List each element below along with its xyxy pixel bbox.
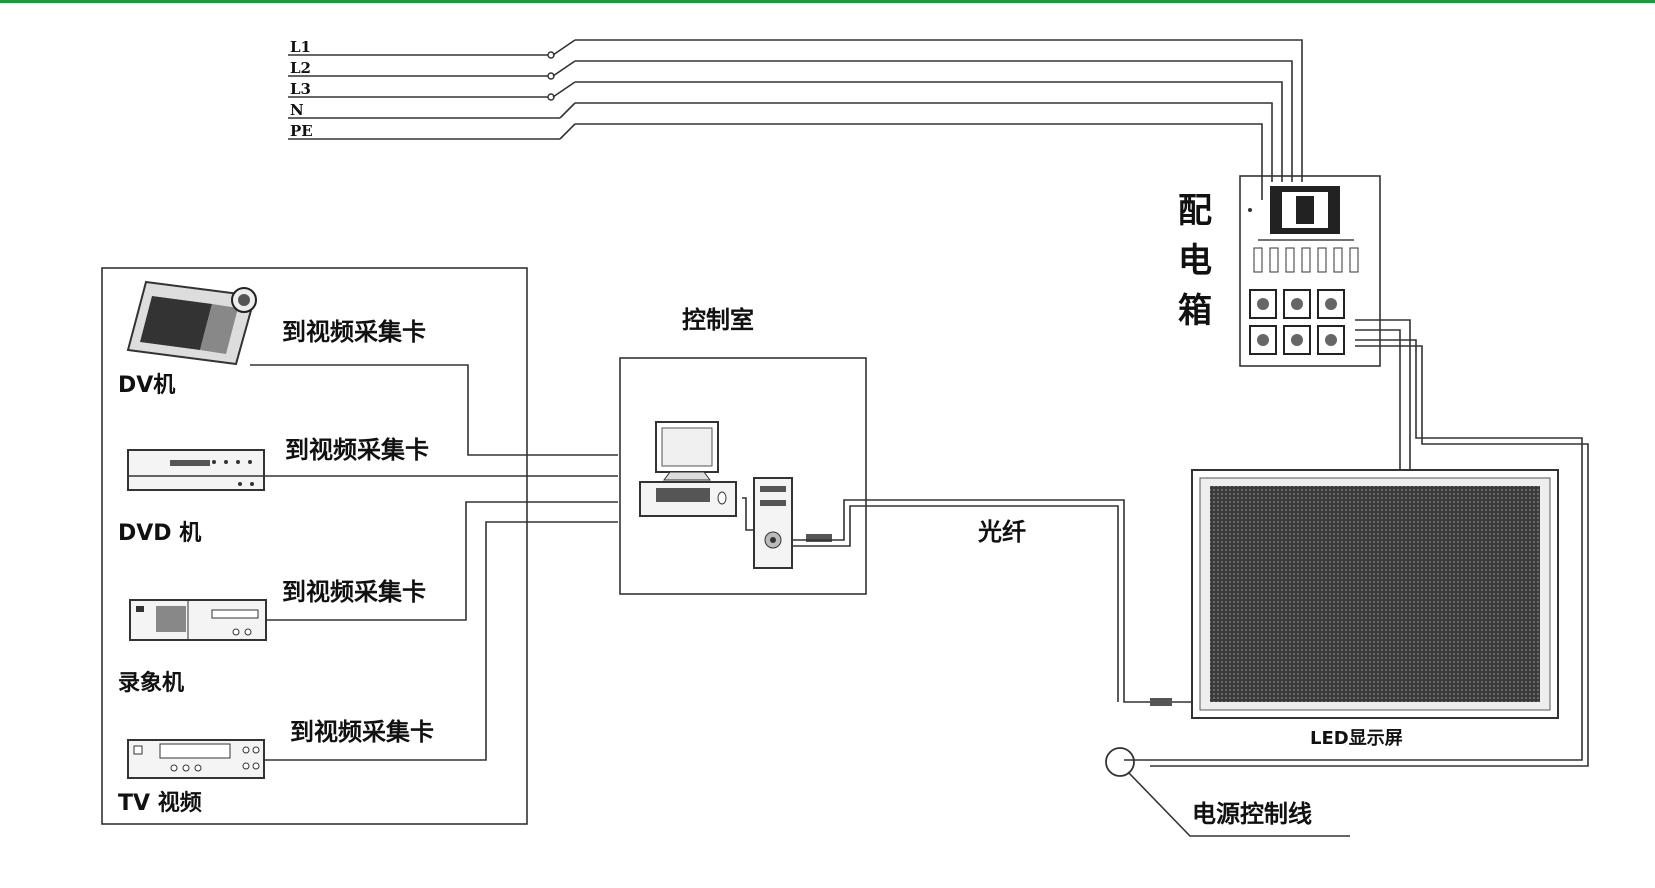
source-device-label-dv: DV机 bbox=[118, 373, 175, 398]
top-accent-bar bbox=[0, 0, 1655, 3]
source-device-label-vcr: 录象机 bbox=[118, 670, 184, 696]
source-link-label-dv: 到视频采集卡 bbox=[282, 318, 426, 346]
led-screen-icon bbox=[1191, 469, 1559, 719]
source-link-label-tv: 到视频采集卡 bbox=[290, 718, 434, 746]
power-control-line-marker bbox=[1105, 747, 1135, 777]
power-supply-lines: L1 L2 L3 N PE bbox=[288, 38, 1303, 200]
vcr-icon bbox=[129, 599, 267, 641]
breaker-row bbox=[1253, 239, 1359, 273]
contactor-grid bbox=[1249, 289, 1345, 355]
control-room-frame bbox=[619, 357, 867, 595]
source-link-label-vcr: 到视频采集卡 bbox=[282, 578, 426, 606]
tv-tuner-icon bbox=[127, 739, 265, 779]
led-screen-label: LED显示屏 bbox=[1310, 728, 1403, 749]
source-devices-frame bbox=[101, 267, 528, 825]
power-line-label-pe: PE bbox=[290, 122, 313, 140]
distribution-box: 配 电 箱 bbox=[1150, 175, 1589, 767]
control-room-label: 控制室 bbox=[682, 306, 754, 334]
dvd-player-icon bbox=[127, 449, 265, 491]
distribution-box-label-3: 箱 bbox=[1178, 291, 1212, 331]
power-line-label-l2: L2 bbox=[290, 59, 311, 77]
camcorder-icon bbox=[126, 280, 257, 366]
power-line-label-n: N bbox=[290, 101, 304, 119]
power-line-label-l3: L3 bbox=[290, 80, 311, 98]
power-line-label-l1: L1 bbox=[290, 38, 311, 56]
fiber-label: 光纤 bbox=[977, 518, 1026, 546]
source-device-label-dvd: DVD 机 bbox=[118, 521, 201, 546]
source-link-label-dvd: 到视频采集卡 bbox=[285, 436, 429, 464]
distribution-box-label-2: 电 bbox=[1178, 241, 1212, 281]
computer-icon bbox=[639, 421, 793, 569]
distribution-box-label-1: 配 bbox=[1178, 191, 1212, 231]
power-control-line-label: 电源控制线 bbox=[1192, 800, 1312, 828]
source-device-label-tv: TV 视频 bbox=[118, 790, 202, 816]
